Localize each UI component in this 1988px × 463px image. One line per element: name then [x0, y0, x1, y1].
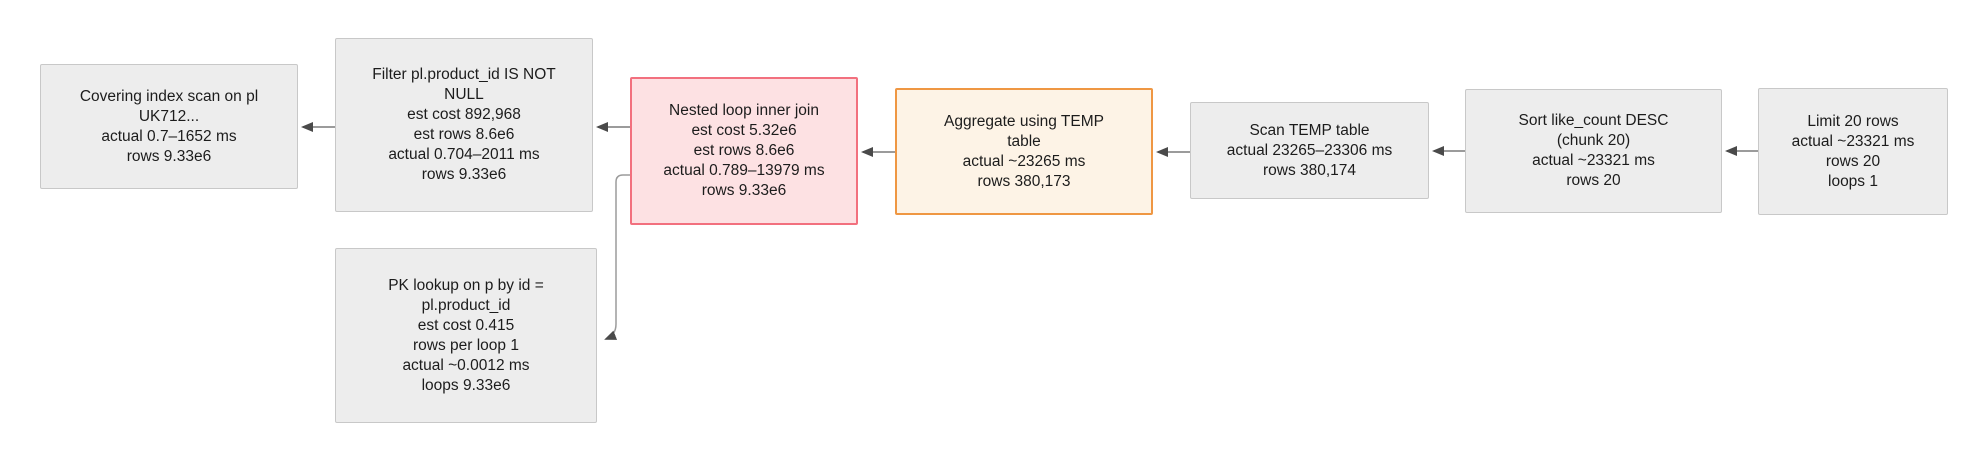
plan-node-scan-temp-table[interactable]: Scan TEMP table actual 23265–23306 ms ro…	[1190, 102, 1429, 199]
node-line: UK712...	[138, 107, 200, 125]
plan-node-limit[interactable]: Limit 20 rows actual ~23321 ms rows 20 l…	[1758, 88, 1948, 215]
node-line: rows 9.33e6	[421, 166, 507, 183]
node-line: est rows 8.6e6	[693, 142, 795, 159]
node-line: rows 9.33e6	[701, 182, 787, 199]
node-line: Sort like_count DESC	[1518, 112, 1669, 129]
edge-nested-loop-to-pk-lookup	[604, 174, 630, 340]
node-line: actual ~23265 ms	[962, 152, 1086, 170]
plan-node-nested-loop-inner-join[interactable]: Nested loop inner join est cost 5.32e6 e…	[630, 77, 858, 225]
node-line: rows 9.33e6	[126, 147, 212, 165]
plan-node-filter[interactable]: Filter pl.product_id IS NOT NULL est cos…	[335, 38, 593, 212]
node-line: Scan TEMP table	[1249, 121, 1370, 139]
node-line: rows 380,173	[977, 172, 1071, 190]
node-line: rows 20	[1825, 152, 1881, 170]
node-line: Filter pl.product_id IS NOT	[372, 66, 556, 83]
node-line: PK lookup on p by id =	[388, 276, 544, 294]
node-line: actual 0.789–13979 ms	[663, 162, 825, 179]
node-line: actual 0.7–1652 ms	[101, 127, 237, 145]
node-line: Nested loop inner join	[669, 102, 819, 119]
node-line: actual ~23321 ms	[1532, 152, 1655, 169]
node-line: est rows 8.6e6	[413, 126, 515, 143]
node-line: est cost 892,968	[407, 106, 521, 123]
node-line: NULL	[444, 86, 484, 103]
node-line: est cost 0.415	[417, 316, 515, 334]
node-line: est cost 5.32e6	[691, 122, 797, 139]
node-line: actual 0.704–2011 ms	[388, 146, 540, 163]
node-line: Aggregate using TEMP	[944, 112, 1104, 130]
node-line: actual 23265–23306 ms	[1226, 141, 1393, 159]
node-line: loops 9.33e6	[421, 376, 511, 394]
node-line: rows 380,174	[1262, 161, 1357, 179]
node-line: rows per loop 1	[413, 336, 519, 354]
node-line: Limit 20 rows	[1807, 112, 1899, 130]
node-line: (chunk 20)	[1556, 132, 1631, 149]
plan-node-covering-index-scan[interactable]: Covering index scan on pl UK712... actua…	[40, 64, 298, 189]
node-line: actual ~23321 ms	[1791, 132, 1915, 150]
plan-node-sort[interactable]: Sort like_count DESC (chunk 20) actual ~…	[1465, 89, 1722, 213]
node-line: actual ~0.0012 ms	[402, 356, 530, 374]
node-line: pl.product_id	[421, 296, 511, 314]
plan-node-aggregate-temp-table[interactable]: Aggregate using TEMP table actual ~23265…	[895, 88, 1153, 215]
node-line: rows 20	[1566, 172, 1621, 189]
node-line: loops 1	[1828, 172, 1878, 190]
node-line: Covering index scan on pl	[79, 87, 259, 105]
node-line: table	[1007, 132, 1041, 150]
plan-node-pk-lookup[interactable]: PK lookup on p by id = pl.product_id est…	[335, 248, 597, 423]
